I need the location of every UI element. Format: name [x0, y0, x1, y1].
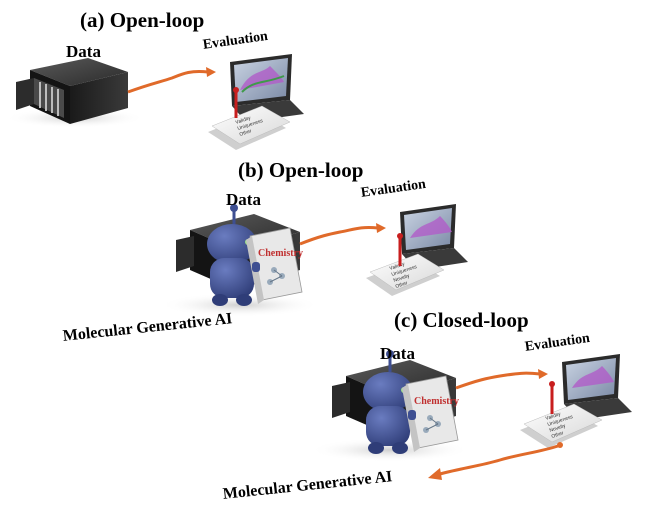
- book-title: Chemistry: [258, 248, 303, 259]
- sheet-item: Novelty: [393, 273, 411, 284]
- book-title: Chemistry: [414, 396, 459, 407]
- panel-a-data-label: Data: [66, 42, 101, 61]
- robot-icon: [207, 204, 257, 306]
- panel-c: Chemistry Validity Uniqueness Novelty Ot…: [310, 350, 632, 480]
- arrow-icon: [127, 67, 216, 94]
- push-pin-icon: [233, 87, 239, 118]
- sheet-item: Other: [239, 128, 253, 138]
- feedback-arrow-icon: [428, 442, 563, 480]
- panel-b-data-label: Data: [226, 190, 261, 209]
- sheet-item: Other: [551, 430, 565, 440]
- panel-b-title: (b) Open-loop: [238, 158, 364, 182]
- sheet-item: Validity: [389, 261, 406, 272]
- sheet-item: Other: [395, 280, 409, 290]
- arrow-icon: [299, 223, 386, 246]
- panel-c-title: (c) Closed-loop: [394, 308, 529, 332]
- chemistry-book-icon: Chemistry: [246, 227, 303, 304]
- push-pin-icon: [549, 381, 555, 414]
- panel-c-data-label: Data: [380, 344, 415, 363]
- sheet-item: Validity: [545, 411, 562, 422]
- push-pin-icon: [397, 233, 403, 266]
- paper-stack-icon: Validity Uniqueness Other: [208, 105, 291, 150]
- robot-icon: [363, 350, 413, 454]
- paper-stack-icon: Validity Uniqueness Novelty Other: [520, 403, 603, 448]
- chemistry-book-icon: Chemistry: [402, 375, 459, 452]
- panel-a: Validity Uniqueness Other: [5, 54, 304, 150]
- laptop-icon: [400, 204, 468, 270]
- server-rack-icon: [5, 58, 145, 128]
- sheet-item: Novelty: [549, 423, 567, 434]
- panel-b: Chemistry Validity Uniqueness Novelty Ot…: [160, 204, 468, 317]
- panel-a-title: (a) Open-loop: [80, 8, 205, 32]
- sheet-item: Validity: [235, 115, 252, 126]
- paper-stack-icon: Validity Uniqueness Novelty Other: [366, 253, 445, 296]
- arrow-icon: [455, 369, 548, 390]
